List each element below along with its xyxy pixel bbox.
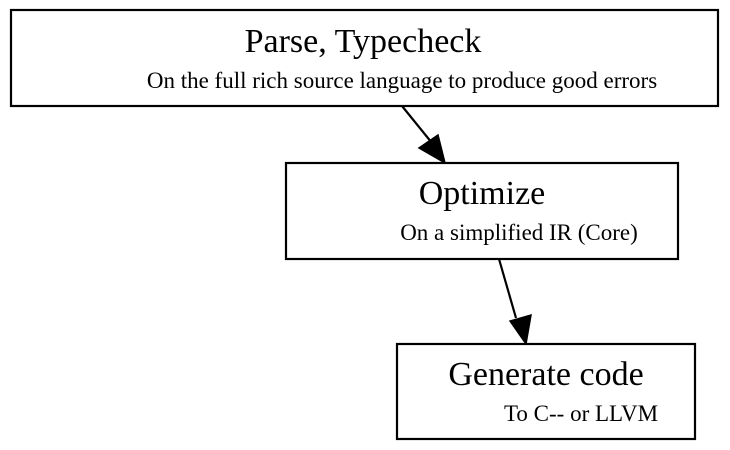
- edge-line: [401, 105, 433, 144]
- node-title: Parse, Typecheck: [245, 23, 482, 60]
- node-subtitle: To C-- or LLVM: [504, 401, 658, 426]
- node-optimize: Optimize On a simplified IR (Core): [284, 161, 680, 261]
- node-title: Optimize: [419, 175, 546, 212]
- node-box: [284, 161, 680, 261]
- node-subtitle: On the full rich source language to prod…: [147, 68, 657, 93]
- node-box: [9, 8, 720, 108]
- node-box: [395, 342, 697, 441]
- node-generate-code: Generate code To C-- or LLVM: [395, 342, 697, 441]
- edge-optimize-to-generate: [497, 258, 532, 346]
- edge-parse-to-optimize: [401, 105, 447, 165]
- node-subtitle: On a simplified IR (Core): [400, 220, 638, 245]
- node-title: Generate code: [448, 356, 643, 393]
- arrowhead-icon: [417, 133, 447, 165]
- node-parse-typecheck: Parse, Typecheck On the full rich source…: [9, 8, 720, 108]
- edge-line: [497, 258, 518, 319]
- arrowhead-icon: [508, 313, 532, 346]
